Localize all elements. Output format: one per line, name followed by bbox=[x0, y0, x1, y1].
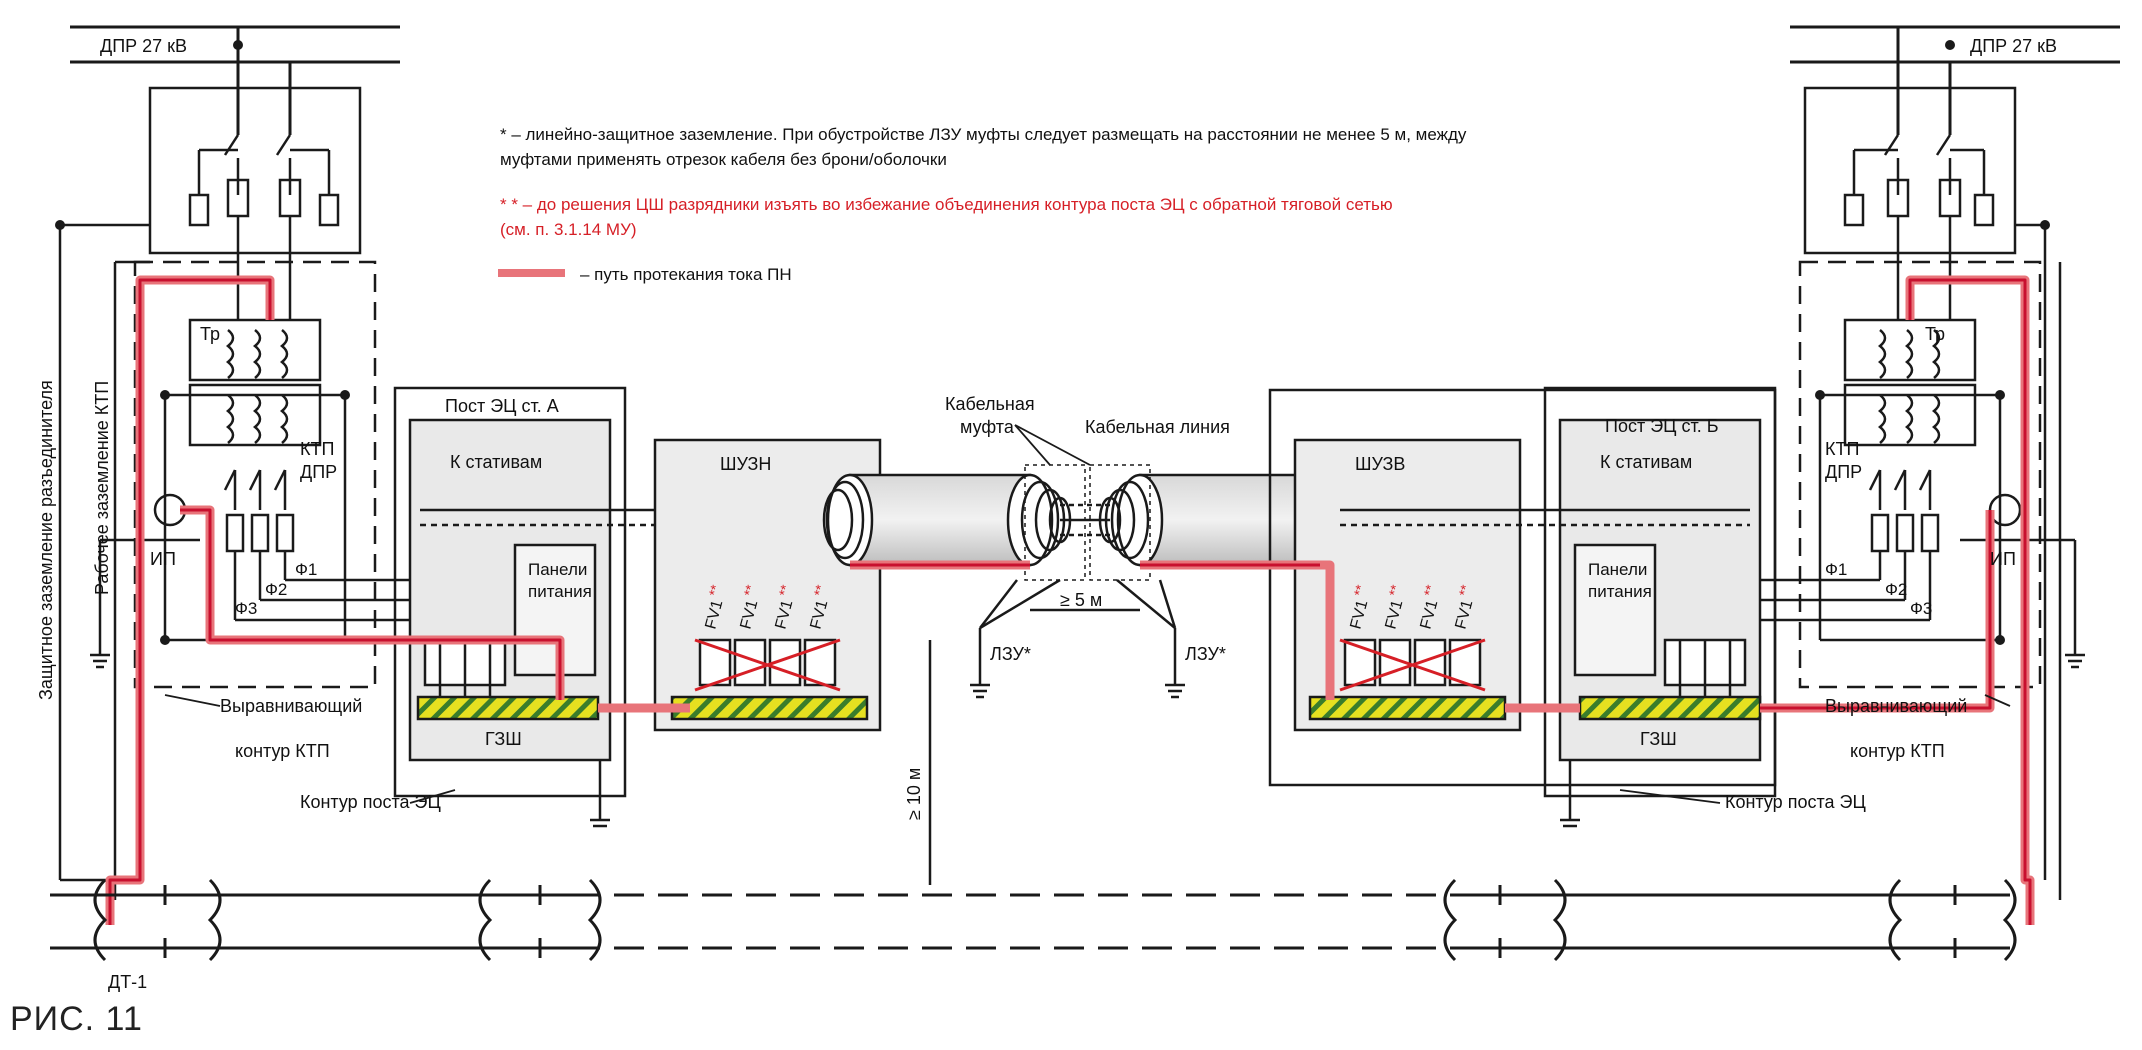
ktp-label-right-2: ДПР bbox=[1825, 462, 1862, 482]
fv-mark: ** bbox=[810, 583, 828, 598]
post-a-label: Пост ЭЦ ст. А bbox=[445, 396, 559, 416]
f3-left: Ф3 bbox=[235, 599, 257, 618]
f1-right: Ф1 bbox=[1825, 560, 1847, 579]
fv-mark: ** bbox=[775, 583, 793, 598]
f2-left: Ф2 bbox=[265, 580, 287, 599]
ktp-label-left-1: КТП bbox=[300, 439, 334, 459]
fv-mark: ** bbox=[1420, 583, 1438, 598]
shuzv-label: ШУЗВ bbox=[1355, 454, 1405, 474]
note-2-line-2: (см. п. 3.1.14 МУ) bbox=[500, 220, 637, 239]
cable-coupling-label-1: Кабельная bbox=[945, 394, 1035, 414]
eq-contour-right-1: Выравнивающий bbox=[1825, 696, 1967, 716]
tr-label-left: Тр bbox=[200, 324, 220, 344]
junction-dots-right bbox=[1815, 40, 2050, 645]
panels-left-2: питания bbox=[528, 582, 592, 601]
junction-dots-left bbox=[55, 40, 350, 645]
ktp-label-right-1: КТП bbox=[1825, 439, 1859, 459]
ground-symbols bbox=[590, 578, 1580, 885]
ip-label-left: ИП bbox=[150, 549, 176, 569]
fv-mark: ** bbox=[1455, 583, 1473, 598]
ip-label-right: ИП bbox=[1990, 549, 2016, 569]
min-5m-label: ≥ 5 м bbox=[1060, 590, 1102, 610]
lzu-right-label: ЛЗУ* bbox=[1185, 644, 1226, 664]
min-10m-label: ≥ 10 м bbox=[904, 768, 924, 820]
cable-line-label: Кабельная линия bbox=[1085, 417, 1230, 437]
fv-mark: ** bbox=[705, 583, 723, 598]
fv-mark: ** bbox=[1350, 583, 1368, 598]
note-2-line-1: * * – до решения ЦШ разрядники изъять во… bbox=[500, 195, 1393, 214]
note-1-line-1: * – линейно-защитное заземление. При обу… bbox=[500, 125, 1467, 144]
eq-contour-left-1: Выравнивающий bbox=[220, 696, 362, 716]
note-1-line-2: муфтами применять отрезок кабеля без бро… bbox=[500, 150, 947, 169]
shuzn-label: ШУЗН bbox=[720, 454, 771, 474]
side-label-working: Рабочее заземление КТП bbox=[92, 381, 112, 595]
figure-caption: РИС. 11 bbox=[10, 1000, 143, 1038]
legend-label: – путь протекания тока ПН bbox=[580, 265, 792, 284]
lzu-left-label: ЛЗУ* bbox=[990, 644, 1031, 664]
fv-mark: ** bbox=[740, 583, 758, 598]
to-racks-right: К стативам bbox=[1600, 452, 1692, 472]
cable-left bbox=[822, 473, 1072, 567]
eq-contour-right-2: контур КТП bbox=[1850, 741, 1945, 761]
f2-right: Ф2 bbox=[1885, 580, 1907, 599]
post-ec-b bbox=[1340, 386, 1777, 798]
panels-right-1: Панели bbox=[1588, 560, 1647, 579]
f1-left: Ф1 bbox=[295, 560, 317, 579]
dpr-label-left: ДПР 27 кВ bbox=[100, 36, 187, 56]
post-contour-right: Контур поста ЭЦ bbox=[1725, 792, 1866, 812]
panels-right-2: питания bbox=[1588, 582, 1652, 601]
f3-right: Ф3 bbox=[1910, 599, 1932, 618]
dpr-line-right bbox=[1790, 25, 2120, 135]
cable-coupling-label-2: муфта bbox=[960, 417, 1015, 437]
current-path bbox=[105, 275, 2035, 925]
gzsh-right: ГЗШ bbox=[1640, 729, 1677, 749]
ktp-label-left-2: ДПР bbox=[300, 462, 337, 482]
tr-label-right: Тр bbox=[1925, 324, 1945, 344]
dpr-label-right: ДПР 27 кВ bbox=[1970, 36, 2057, 56]
post-b-label: Пост ЭЦ ст. Б bbox=[1605, 416, 1719, 436]
gzsh-left: ГЗШ bbox=[485, 729, 522, 749]
post-contour-left: Контур поста ЭЦ bbox=[300, 792, 441, 812]
dt1-label: ДТ-1 bbox=[108, 972, 147, 992]
side-label-protective: Защитное заземление разъединителя bbox=[36, 380, 56, 700]
leader-lines bbox=[164, 424, 2011, 804]
fv-mark: ** bbox=[1385, 583, 1403, 598]
post-ec-a bbox=[393, 386, 840, 798]
eq-contour-left-2: контур КТП bbox=[235, 741, 330, 761]
to-racks-left: К стативам bbox=[450, 452, 542, 472]
rails bbox=[50, 878, 2017, 962]
ktp-left bbox=[58, 86, 510, 900]
panels-left-1: Панели bbox=[528, 560, 587, 579]
